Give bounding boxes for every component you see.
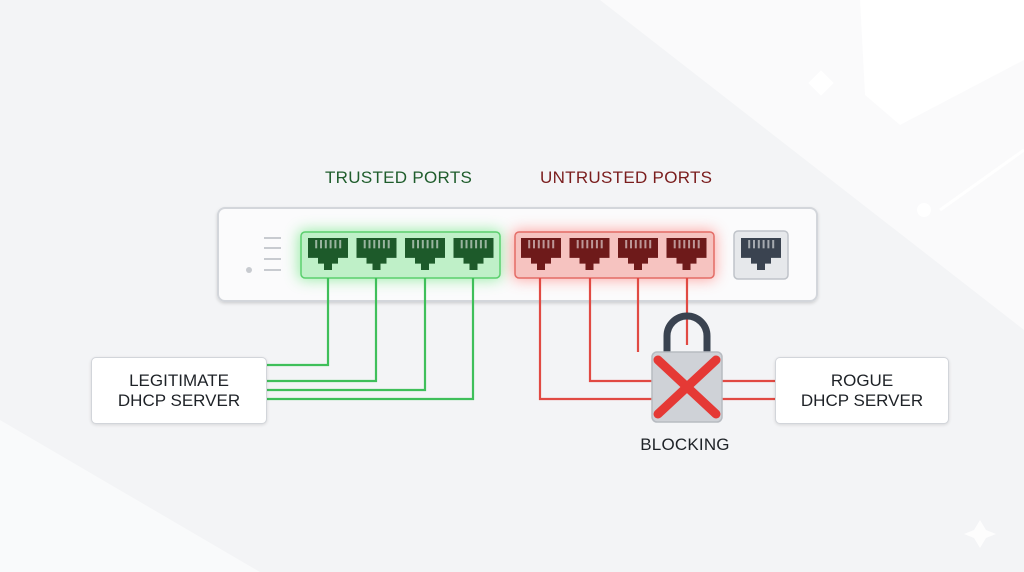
untrusted-ports-label: UNTRUSTED PORTS — [540, 168, 713, 187]
legitimate-server-line2: DHCP SERVER — [117, 390, 241, 410]
untrusted-port-group — [514, 231, 715, 279]
rogue-server-line2: DHCP SERVER — [800, 390, 924, 410]
blocking-label: BLOCKING — [640, 435, 730, 454]
rogue-dhcp-server-box: ROGUE DHCP SERVER — [775, 357, 949, 424]
padlock-x-icon — [651, 312, 723, 423]
untrusted-port-3-icon — [618, 238, 658, 270]
rogue-server-line1: ROGUE — [830, 370, 894, 390]
legitimate-dhcp-server-box: LEGITIMATE DHCP SERVER — [91, 357, 267, 424]
trusted-cables — [265, 278, 475, 401]
trusted-port-2-icon — [356, 238, 397, 270]
untrusted-port-4-icon — [666, 238, 707, 270]
trusted-port-4-icon — [453, 238, 494, 270]
trusted-port-3-icon — [405, 238, 445, 270]
ports-layer — [308, 230, 789, 280]
uplink-port-icon — [741, 238, 781, 270]
trusted-port-1-icon — [308, 238, 348, 270]
trusted-ports-label: TRUSTED PORTS — [325, 168, 473, 187]
trusted-port-group — [300, 231, 501, 279]
untrusted-port-1-icon — [521, 238, 561, 270]
untrusted-cables — [538, 278, 775, 401]
legitimate-server-line1: LEGITIMATE — [129, 370, 229, 390]
led-indicator-icon — [246, 237, 281, 273]
untrusted-port-2-icon — [569, 238, 610, 270]
